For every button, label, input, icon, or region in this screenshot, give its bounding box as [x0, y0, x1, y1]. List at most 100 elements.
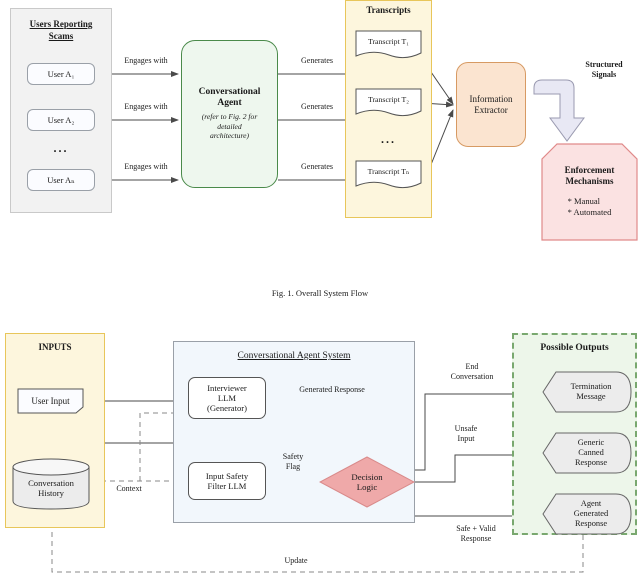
safety-filter-line1: Input Safety	[205, 470, 249, 481]
edge-label-generates-1: Generates	[301, 56, 333, 65]
unsafe-input-line2: Input	[457, 434, 475, 443]
user-input-node[interactable]: User Input	[17, 388, 84, 414]
information-extractor-node[interactable]: Information Extractor	[456, 62, 526, 147]
end-conversation-line2: Conversation	[450, 372, 494, 381]
decision-line2: Logic	[356, 482, 378, 492]
output-line3: Response	[574, 457, 608, 467]
enforcement-item-automated: * Automated	[567, 207, 612, 218]
conversational-agent-node[interactable]: Conversational Agent (refer to Fig. 2 fo…	[181, 40, 278, 188]
interviewer-llm-node[interactable]: Interviewer LLM (Generator)	[188, 377, 266, 419]
decision-line1: Decision	[351, 471, 383, 482]
transcript-node-t2[interactable]: Transcript T₂	[355, 88, 422, 118]
agent-subtitle-line2: detailed	[217, 121, 242, 131]
system-group-title: Conversational Agent System	[237, 351, 351, 361]
edge-label-engages-with-3: Engages with	[124, 162, 168, 171]
extractor-line1: Information	[469, 93, 513, 104]
edge-label-context: Context	[116, 484, 142, 493]
user-node-an[interactable]: User Aₙ	[27, 169, 95, 191]
document-icon	[355, 88, 422, 117]
agent-subtitle-line1: (refer to Fig. 2 for	[201, 112, 258, 122]
enforcement-title-line2: Mechanisms	[565, 175, 614, 186]
figure1-caption: Fig. 1. Overall System Flow	[271, 288, 369, 298]
output-shape	[542, 493, 632, 535]
diamond-shape	[319, 456, 415, 508]
conv-history-line1: Conversation	[28, 477, 74, 488]
edge-label-engages-with-2: Engages with	[124, 102, 168, 111]
safe-valid-line1: Safe + Valid	[456, 524, 496, 533]
enforcement-items: * Manual * Automated	[568, 196, 612, 220]
decision-logic-node[interactable]: Decision Logic	[319, 456, 415, 508]
user-node-a2[interactable]: User A₂	[27, 109, 95, 131]
outputs-group-title: Possible Outputs	[540, 343, 609, 353]
conversation-history-node[interactable]: Conversation History	[12, 458, 90, 510]
users-group-title: Users Reporting Scams	[11, 19, 111, 42]
structured-signals-label: Structured Signals	[568, 60, 640, 80]
enforcement-item-manual: * Manual	[567, 195, 600, 206]
output-line3: Response	[574, 518, 608, 528]
user-node-a1[interactable]: User A₁	[27, 63, 95, 85]
unsafe-input-line1: Unsafe	[454, 424, 478, 433]
output-shape	[542, 371, 632, 413]
edge-label-generates-2: Generates	[301, 102, 333, 111]
output-line2: Generated	[573, 509, 609, 519]
transcripts-ellipsis: ...	[381, 132, 396, 146]
document-icon	[355, 30, 422, 59]
interviewer-line3: (Generator)	[206, 403, 248, 414]
edge-label-generated-response: Generated Response	[299, 385, 365, 394]
edge-label-end-conversation: End Conversation	[430, 362, 514, 382]
agent-title: Conversational Agent	[199, 87, 261, 109]
users-group-title-line2: Scams	[48, 30, 74, 41]
structured-signals-line1: Structured	[585, 60, 623, 69]
note-shape	[17, 388, 84, 414]
transcript-node-t1[interactable]: Transcript T₁	[355, 30, 422, 60]
output-generic-canned-response-node[interactable]: Generic Canned Response	[542, 432, 632, 474]
conversation-history-label: Conversation History	[12, 458, 90, 510]
enforcement-title: Enforcement Mechanisms	[565, 165, 615, 187]
agent-subtitle: (refer to Fig. 2 for detailed architectu…	[202, 112, 258, 140]
end-conversation-line1: End	[465, 362, 479, 371]
input-safety-filter-node[interactable]: Input Safety Filter LLM	[188, 462, 266, 500]
users-ellipsis: ...	[53, 140, 69, 155]
transcript-label: Transcript T₁	[367, 37, 410, 46]
transcript-node-tn[interactable]: Transcript Tₙ	[355, 160, 422, 190]
output-line1: Generic	[577, 438, 605, 448]
transcript-label: Transcript T₂	[367, 95, 410, 104]
structured-signals-arrow	[533, 79, 585, 142]
output-line2: Message	[576, 392, 606, 401]
edge-label-safety-flag: Safety Flag	[268, 452, 318, 472]
interviewer-line2: LLM	[217, 392, 237, 403]
transcripts-group-title: Transcripts	[366, 5, 411, 15]
transcript-label: Transcript Tₙ	[367, 167, 410, 176]
output-termination-message-node[interactable]: Termination Message	[542, 371, 632, 413]
edge-label-update: Update	[284, 556, 308, 565]
safety-flag-line1: Safety	[282, 452, 304, 461]
output-label: Agent Generated Response	[538, 493, 636, 535]
enforcement-mechanisms-node[interactable]: Enforcement Mechanisms * Manual * Automa…	[541, 143, 638, 241]
users-group-title-line1: Users Reporting	[29, 19, 93, 29]
extractor-line2: Extractor	[474, 104, 508, 115]
interviewer-line1: Interviewer	[207, 382, 247, 393]
output-line1: Agent	[580, 499, 602, 509]
edge-label-generates-3: Generates	[301, 162, 333, 171]
edge-label-unsafe-input: Unsafe Input	[438, 424, 494, 444]
output-shape	[542, 432, 632, 474]
edge-label-engages-with-1: Engages with	[124, 56, 168, 65]
database-cylinder-icon	[12, 458, 90, 510]
output-label: Termination Message	[538, 371, 636, 413]
user-input-label: User Input	[31, 395, 70, 406]
agent-subtitle-line3: architecture)	[209, 131, 250, 141]
safe-valid-line2: Response	[460, 534, 492, 543]
output-line2: Canned	[578, 448, 604, 458]
document-icon	[355, 160, 422, 189]
output-agent-generated-response-node[interactable]: Agent Generated Response	[542, 493, 632, 535]
structured-signals-line2: Signals	[591, 70, 617, 79]
output-line1: Termination	[570, 382, 612, 392]
output-label: Generic Canned Response	[538, 432, 636, 474]
enforcement-title-line1: Enforcement	[564, 164, 615, 175]
agent-title-line1: Conversational	[198, 87, 261, 98]
octagon-shape	[541, 143, 638, 241]
agent-title-line2: Agent	[217, 98, 242, 109]
edge-label-safe-valid-response: Safe + Valid Response	[434, 524, 518, 544]
decision-logic-label: Decision Logic	[319, 456, 415, 508]
